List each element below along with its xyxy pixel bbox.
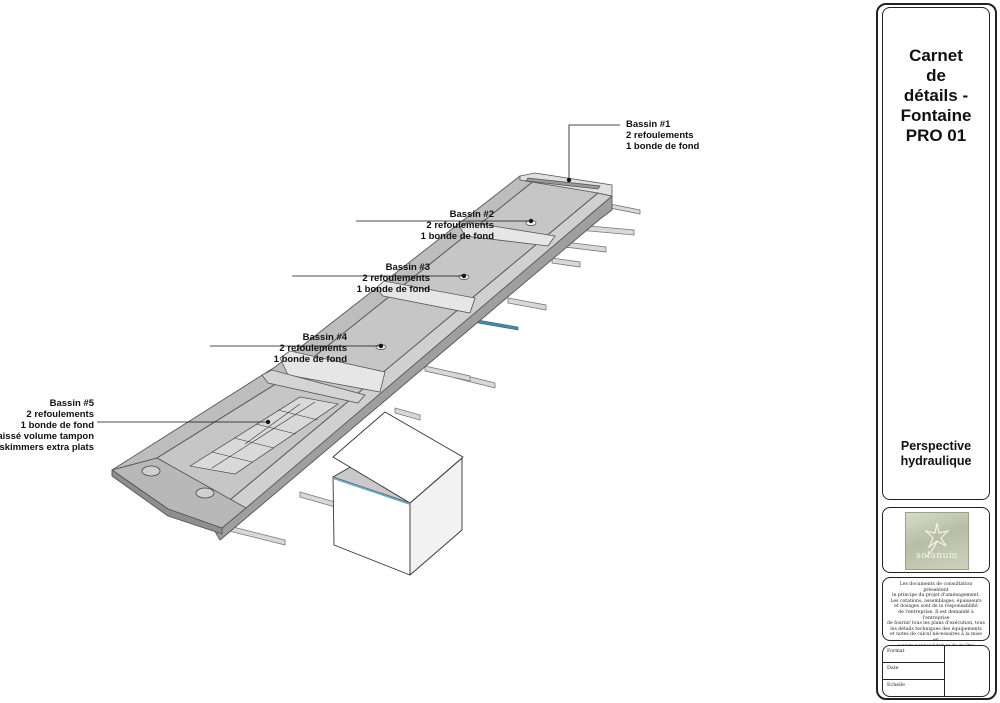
channel-front-edge (111, 469, 223, 535)
sheet-subtitle: Perspective hydraulique (900, 439, 972, 468)
leader-lines (97, 124, 620, 425)
cartouche-frame (876, 3, 997, 700)
pipes (224, 202, 641, 546)
logo-block: solanum (882, 507, 990, 573)
solanum-logo: solanum (905, 512, 969, 570)
pipe (299, 491, 336, 508)
info-divider (944, 646, 945, 696)
pipe (394, 407, 421, 421)
disclaimer-text: Les documents de consultation présentent… (887, 582, 985, 654)
pump-box (332, 411, 464, 576)
date-row: Date (883, 663, 945, 680)
box-blue-line (333, 477, 410, 505)
weir-3 (375, 280, 476, 314)
pipe (507, 297, 547, 311)
skimmer (141, 465, 161, 477)
pipe (551, 257, 581, 268)
weir-5 (261, 369, 366, 404)
flower-icon (924, 522, 950, 558)
blue-pipe (477, 319, 519, 331)
title-block: Carnet de détails - Fontaine PRO 01 Pers… (882, 7, 990, 500)
pipe (424, 365, 471, 382)
weir-4 (279, 350, 386, 393)
disclaimer-block: Les documents de consultation présentent… (882, 577, 990, 654)
box-lid (332, 411, 464, 504)
scale-row: Echelle (887, 683, 906, 688)
basin1-header (519, 172, 613, 197)
info-block: Format Date Echelle (882, 645, 990, 697)
weirs (261, 221, 556, 404)
weir-2 (459, 221, 556, 247)
format-row: Format (883, 646, 945, 663)
fountain-perspective-drawing (97, 124, 641, 576)
grating (189, 396, 339, 475)
skimmer (195, 487, 215, 499)
sheet-title: Carnet de détails - Fontaine PRO 01 (900, 46, 972, 145)
skimmers (141, 465, 215, 499)
